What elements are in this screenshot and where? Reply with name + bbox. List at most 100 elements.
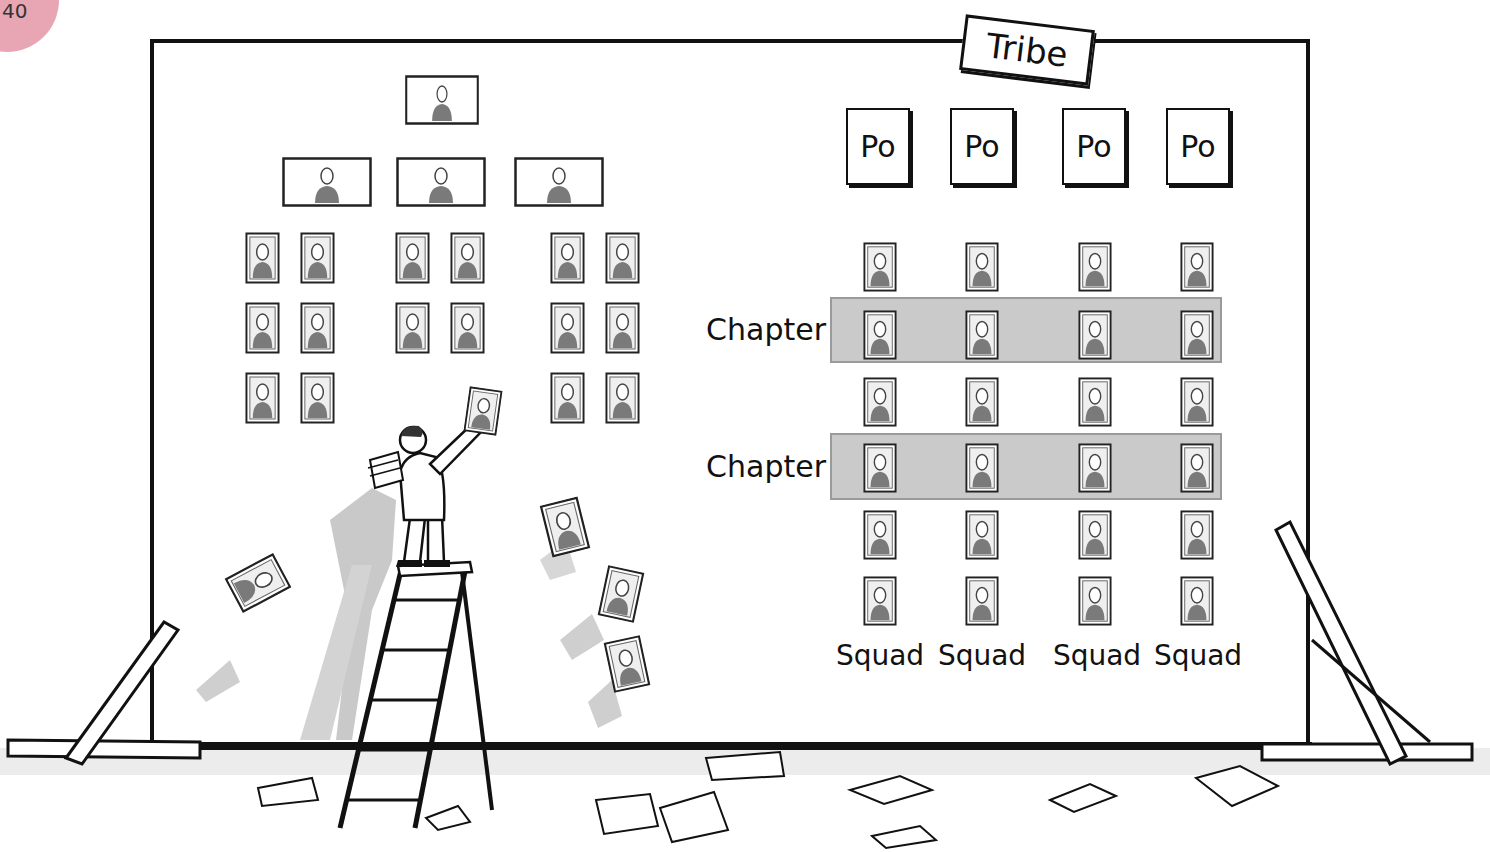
manager-card: [516, 159, 603, 206]
stand-strut: [1312, 640, 1430, 742]
employee-card: [301, 374, 333, 423]
employee-card: [301, 234, 333, 283]
ladder-rung: [369, 699, 439, 702]
employee-card: [551, 234, 583, 283]
badge-circle: [0, 0, 59, 52]
held-card: [465, 387, 502, 434]
ladder-rung: [381, 649, 449, 652]
floor-card: [1196, 766, 1278, 806]
man-head: [400, 427, 426, 453]
employee-card: [606, 304, 638, 353]
floor-card: [660, 792, 728, 842]
man-torso: [400, 453, 444, 520]
floor-card: [596, 794, 658, 834]
squad-member-card: [966, 243, 997, 290]
man-leg: [428, 516, 444, 562]
man-hair: [401, 426, 423, 437]
squad-member-card: [1079, 311, 1110, 358]
whiteboard: [152, 41, 1308, 746]
employee-card: [606, 234, 638, 283]
stand-base: [8, 740, 200, 758]
employee-card: [396, 304, 428, 353]
falling-card: [599, 566, 643, 621]
squad-member-card: [1079, 511, 1110, 558]
ladder-rung: [392, 599, 458, 602]
floor-card: [426, 806, 470, 830]
page-number-badge: 40: [0, 0, 59, 52]
employee-card: [246, 234, 278, 283]
ladder-rung: [346, 799, 420, 802]
squad-member-card: [1181, 378, 1212, 425]
node-label: Po: [860, 130, 895, 164]
floor-card: [258, 778, 318, 806]
squad-member-card: [966, 511, 997, 558]
stand-beam: [1276, 522, 1406, 764]
product-owner-box: Po: [1166, 108, 1230, 185]
held-papers: [368, 460, 400, 476]
employee-card: [551, 374, 583, 423]
squad-member-card: [1079, 243, 1110, 290]
floor-card: [1050, 784, 1116, 812]
squad-member-card: [1181, 444, 1212, 491]
squad-member-card: [966, 577, 997, 624]
squad-member-card: [1079, 444, 1110, 491]
squad-member-card: [864, 444, 895, 491]
falling-card: [226, 554, 290, 611]
employee-card: [551, 304, 583, 353]
squad-member-card: [1181, 577, 1212, 624]
card-shadow: [196, 660, 240, 702]
node-label: Po: [964, 130, 999, 164]
ladder-top: [398, 562, 472, 576]
squad-member-card: [864, 378, 895, 425]
squad-member-card: [966, 378, 997, 425]
squad-member-card: [864, 243, 895, 290]
card-shadow: [588, 680, 622, 728]
squad-label: Squad: [836, 640, 924, 672]
squad-member-card: [966, 444, 997, 491]
held-papers: [370, 452, 403, 488]
tribe-tag: Tribe: [959, 14, 1095, 85]
stand-base: [1262, 744, 1472, 760]
manager-card: [398, 159, 485, 206]
node-label: Po: [1076, 130, 1111, 164]
squad-member-card: [864, 511, 895, 558]
node-label: Po: [1180, 130, 1215, 164]
ladder-rail: [340, 566, 402, 828]
node-label: Tribe: [984, 25, 1070, 75]
employee-card: [246, 304, 278, 353]
page-number: 40: [2, 0, 27, 22]
squad-member-card: [1181, 511, 1212, 558]
man-leg: [404, 518, 425, 562]
manager-card: [284, 159, 371, 206]
ladder-rail: [462, 572, 492, 810]
employee-card: [451, 234, 483, 283]
man-shoe: [424, 560, 450, 567]
squad-member-card: [1079, 378, 1110, 425]
squad-label: Squad: [938, 640, 1026, 672]
manager-card: [406, 77, 478, 124]
ladder-shadow: [300, 565, 372, 740]
employee-card: [396, 234, 428, 283]
falling-card: [541, 498, 589, 556]
squad-member-card: [864, 577, 895, 624]
product-owner-box: Po: [950, 108, 1014, 185]
ladder-rung: [358, 749, 430, 752]
employee-card: [246, 374, 278, 423]
squad-member-card: [1181, 243, 1212, 290]
employee-card: [451, 304, 483, 353]
squad-label: Squad: [1053, 640, 1141, 672]
squad-member-card: [966, 311, 997, 358]
falling-card: [605, 636, 649, 691]
chapter-band: Chapter: [830, 433, 1222, 500]
card-shadow: [560, 614, 604, 660]
card-shadow: [540, 540, 576, 580]
floor-card: [872, 826, 936, 848]
employee-card: [301, 304, 333, 353]
chapter-label: Chapter: [706, 312, 826, 348]
floor-card: [850, 776, 932, 804]
squad-member-card: [1181, 311, 1212, 358]
squad-member-card: [1079, 577, 1110, 624]
